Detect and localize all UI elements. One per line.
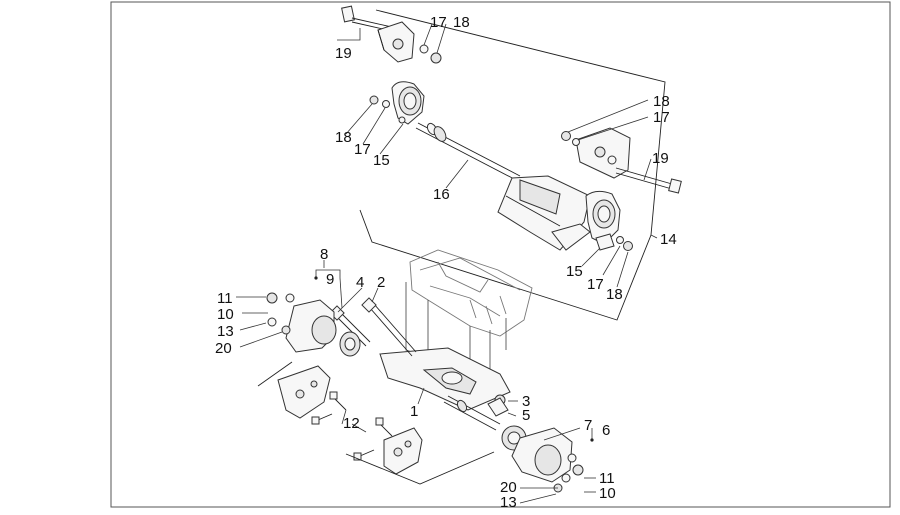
nut-18-left (369, 95, 379, 105)
callout-13: 13 (217, 323, 234, 340)
callout-11: 11 (599, 470, 615, 487)
callout-17: 17 (653, 109, 670, 126)
callout-9: 9 (326, 271, 334, 288)
silent-block-right (585, 190, 621, 251)
spacer-5 (487, 397, 509, 417)
callout-12: 12 (343, 415, 360, 432)
upper-assembly (341, 5, 682, 321)
washer-10-left (285, 293, 295, 303)
callout-13: 13 (500, 494, 517, 510)
callout-18: 18 (453, 14, 470, 31)
diagram-border (110, 1, 891, 508)
washer-17-left (382, 100, 390, 108)
callout-15: 15 (566, 263, 583, 280)
shock-cylinder (497, 175, 591, 251)
frame-line-a (257, 361, 293, 387)
silent-block-right-lower (501, 425, 573, 483)
shock-shaft-16 (415, 122, 521, 182)
leader-lines-lower (236, 260, 596, 504)
callout-5: 5 (522, 407, 530, 424)
callout-8: 8 (320, 246, 328, 263)
washer-20-right (561, 473, 571, 483)
upper-bracket-right (575, 127, 682, 194)
callout-3: 3 (522, 393, 530, 410)
group-14-outline (359, 9, 666, 321)
bolt-2 (361, 297, 417, 357)
callout-17: 17 (430, 14, 447, 31)
callout-20: 20 (215, 340, 232, 357)
washer-17-right (572, 138, 580, 146)
callout-16: 16 (433, 186, 450, 203)
frame-line-b (345, 451, 495, 485)
leader-lines-upper (337, 23, 658, 288)
callout-18: 18 (335, 129, 352, 146)
upper-bracket-top (377, 21, 415, 63)
nut-18-top (430, 52, 442, 64)
callout-2: 2 (377, 274, 385, 291)
callout-7: 7 (584, 417, 592, 434)
callout-17: 17 (354, 141, 371, 158)
nut-18-bottom (623, 241, 633, 251)
callout-19: 19 (652, 150, 669, 167)
callout-17: 17 (587, 276, 604, 293)
callout-15: 15 (373, 152, 390, 169)
washer-17-bottom (616, 236, 624, 244)
callout-4: 4 (356, 274, 364, 291)
callout-19: 19 (335, 45, 352, 62)
mount-plate-left-b (383, 427, 423, 475)
callout-18: 18 (606, 286, 623, 303)
washer-10-right (567, 453, 577, 463)
callout-20: 20 (500, 479, 517, 496)
washer-13-left (267, 317, 277, 327)
callout-10: 10 (217, 306, 234, 323)
callout-6: 6 (602, 422, 610, 439)
mount-plate-left-a (277, 365, 331, 419)
nut-11-right (572, 464, 584, 476)
callout-14: 14 (660, 231, 677, 248)
callout-18: 18 (653, 93, 670, 110)
washer-17-top (419, 44, 429, 54)
nut-18-right (561, 131, 571, 141)
silent-block-top (391, 81, 425, 125)
callout-11: 11 (217, 290, 233, 307)
callout-1: 1 (410, 403, 418, 420)
callout-labels: 19 17 18 18 17 15 16 18 17 19 14 15 17 1… (215, 14, 677, 511)
silent-block-left (285, 299, 361, 357)
bolt-19-top (341, 5, 397, 33)
swing-arm-1 (379, 347, 511, 431)
nut-20-left (281, 325, 291, 335)
bolts-12 (311, 391, 393, 461)
nut-11-left (266, 292, 278, 304)
lower-assembly (257, 249, 584, 493)
callout-10: 10 (599, 485, 616, 502)
